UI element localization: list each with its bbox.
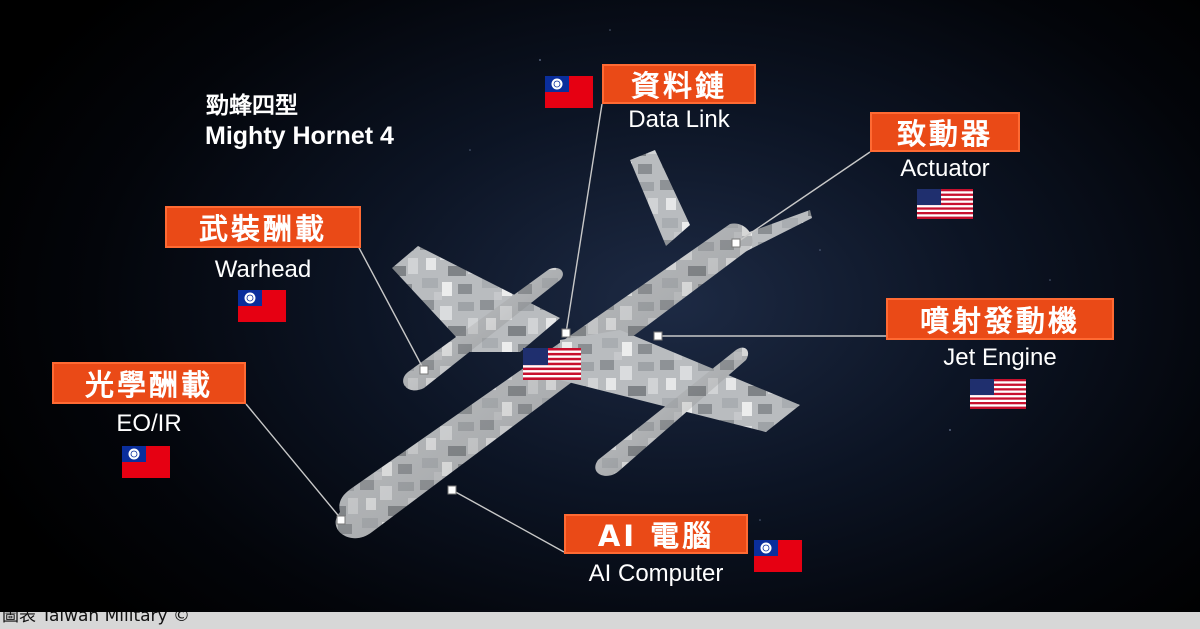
tag-eoir: 光學酬載 xyxy=(52,362,246,404)
right-wing xyxy=(560,330,800,432)
label-jetengine: Jet Engine xyxy=(943,344,1057,371)
tw-flag-icon xyxy=(754,540,802,572)
tag-aicomputer: AI 電腦 xyxy=(564,514,748,554)
title-chinese: 勁蜂四型 xyxy=(206,93,298,119)
tag-warhead: 武裝酬載 xyxy=(165,206,361,248)
us-flag-icon xyxy=(523,348,581,380)
tw-flag-icon xyxy=(238,290,286,322)
label-datalink: Data Link xyxy=(628,106,730,133)
label-aicomputer: AI Computer xyxy=(588,560,724,587)
tail-fin xyxy=(630,150,690,246)
us-flag-icon xyxy=(917,189,973,219)
us-flag-icon xyxy=(970,379,1026,409)
drone-aircraft xyxy=(335,150,812,539)
footer-caption: 圖表 Taiwan Military © xyxy=(2,606,190,626)
title-english: Mighty Hornet 4 xyxy=(205,122,394,150)
label-warhead: Warhead xyxy=(214,256,312,283)
tag-datalink: 資料鏈 xyxy=(602,64,756,104)
tw-flag-icon xyxy=(545,76,593,108)
tw-flag-icon xyxy=(122,446,170,478)
tag-jetengine: 噴射發動機 xyxy=(886,298,1114,340)
label-actuator: Actuator xyxy=(900,155,990,182)
label-eoir: EO/IR xyxy=(116,410,182,437)
bottom-bar xyxy=(0,612,1200,629)
anchor-points xyxy=(336,238,741,525)
tag-actuator: 致動器 xyxy=(870,112,1020,152)
leader-lines xyxy=(245,103,890,553)
left-wing xyxy=(392,246,560,352)
